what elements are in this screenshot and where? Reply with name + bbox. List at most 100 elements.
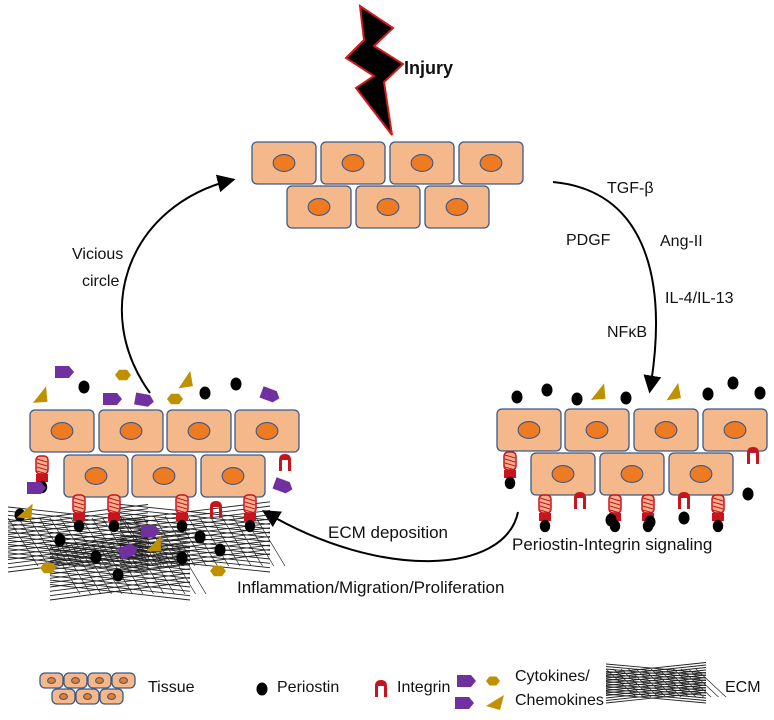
tissue-cluster-top [251,141,524,229]
inflammation-label: Inflammation/Migration/Proliferation [237,578,505,597]
periostin-icon [230,377,242,391]
periostin-icon [702,387,714,401]
cell-nucleus [620,465,644,483]
ecm-fiber [605,672,707,684]
arrow-signaling-to-ecm [261,510,519,563]
tissue-cell [320,141,386,185]
complex-hatch [609,501,621,506]
complex-hatch [73,497,85,502]
complex-hatch [642,509,654,514]
complex-stem [504,470,516,478]
complex-hatch [712,509,724,514]
cytokine-icon [141,525,160,537]
legend-periostin-label: Periostin [277,679,340,696]
tissue-cell [111,672,136,689]
ecm-fiber [49,579,191,597]
integrin-icon [747,447,759,464]
complex-hatch [539,497,551,502]
chemokine-triangle-icon [590,383,606,400]
periostin-icon [504,476,516,490]
ecm-fiber [49,551,191,571]
periostin-icon [244,519,256,533]
periostin-integrin-complex [243,494,257,533]
complex-stem [176,513,188,521]
ecm-fiber [7,552,149,569]
tissue-cell [355,185,421,229]
cytokine-icon [117,543,138,560]
tissue-cell [166,409,232,453]
cell-nucleus [551,465,575,483]
cytokine-icon [27,482,46,494]
cell-nucleus [479,154,503,172]
tissue-cell [200,454,266,498]
injury-label: Injury [404,58,454,78]
ecm-fiber [154,543,186,595]
complex-hatch [504,462,516,467]
complex-hatch [108,505,120,510]
tissue-cell [29,409,95,453]
tissue-cell [131,454,197,498]
ecm-fiber [695,668,727,698]
periostin-icon [712,519,724,533]
integrin-icon [574,492,586,509]
cytokine-icon [55,366,74,378]
ecm-fiber [232,515,263,567]
legend-ecm-label: ECM [725,679,761,696]
complex-stem [244,513,256,521]
ecm-fiber [165,543,196,595]
il-label: IL-4/IL-13 [665,290,734,307]
tissue-cell [702,408,768,452]
chemokine-triangle-icon [146,535,161,552]
ecm-fiber [254,515,286,567]
ang-ii-label: Ang-II [660,233,703,250]
complex-hatch [108,501,120,506]
integrin-icon [210,501,222,518]
ecm-fiber [49,533,191,553]
arrow-injury-to-signaling [552,181,662,394]
ecm-fiber [198,515,230,567]
complex-hatch [642,501,654,506]
complex-hatch [539,501,551,506]
ecm-fiber [7,556,149,573]
complex-hatch [244,501,256,506]
cell-nucleus [83,692,92,701]
periostin-icon [112,568,124,582]
legend-cytokines-label: Cytokines/ [515,668,590,685]
complex-hatch [36,462,48,467]
ecm-fiber [605,664,707,676]
complex-hatch [539,505,551,510]
tissue-cell [51,688,76,705]
complex-hatch [176,505,188,510]
periostin-icon [571,392,583,406]
ecm-fiber [49,577,191,597]
periostin-icon [54,533,66,547]
complex-hatch [73,509,85,514]
ecm-fiber [605,669,707,681]
periostin-icon [541,383,553,397]
ecm-fiber [665,668,697,698]
chemokine-triangle-icon [32,386,48,403]
ecm-fiber [605,684,707,696]
tissue-cell [75,688,100,705]
ecm-fiber [605,677,707,689]
cell-nucleus [71,676,80,685]
integrin-icon [375,680,387,697]
periostin-integrin-complex [711,494,725,533]
pdgf-label: PDGF [566,232,611,249]
periostin-integrin-complex [72,494,86,533]
legend-integrin-label: Integrin [397,679,451,696]
complex-hatch [609,509,621,514]
periostin-integrin-complex [175,494,189,533]
integrin-icon [279,454,291,471]
periostin-icon [108,519,120,533]
tissue-cell [424,185,490,229]
complex-hatch [176,509,188,514]
cell-nucleus [59,692,68,701]
nfkb-label: NFκB [607,324,647,341]
ecm-fiber [605,687,707,699]
tissue-cell [496,408,562,452]
tissue-cell [234,409,300,453]
complex-hatch [244,497,256,502]
